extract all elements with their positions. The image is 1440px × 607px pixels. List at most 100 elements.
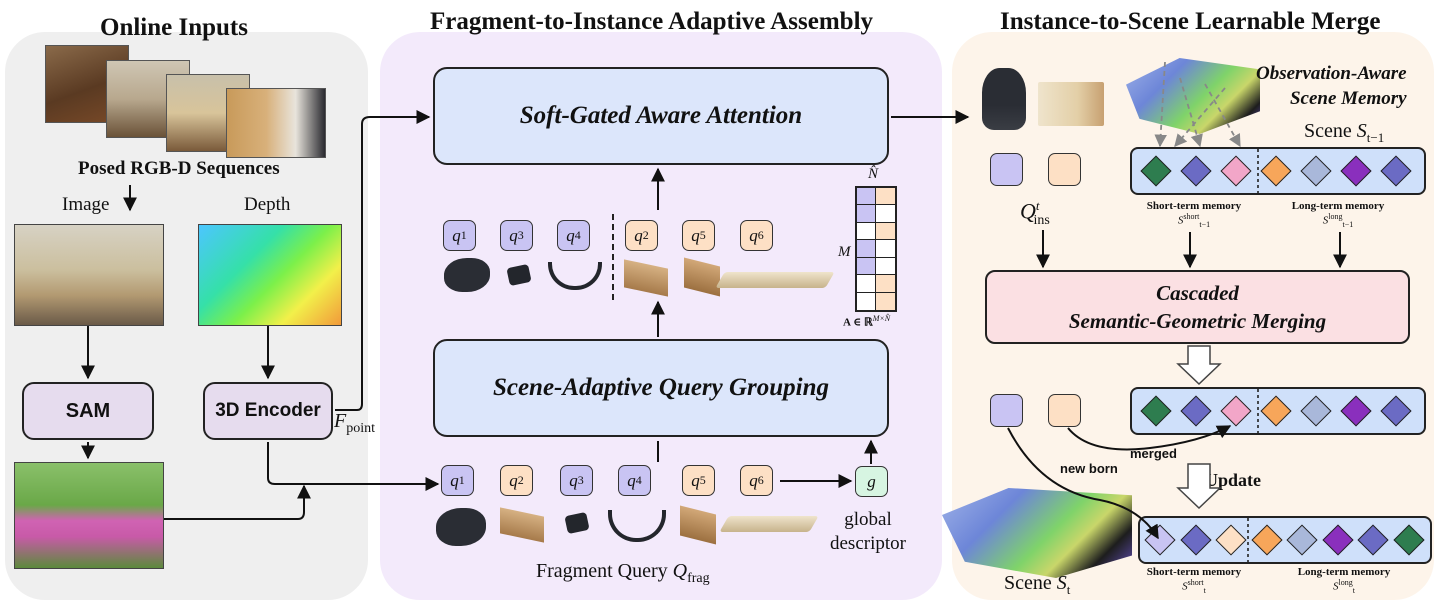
depth-thumbnail [198,224,342,326]
global-descriptor-box: g [855,466,888,497]
soft-gated-attention-label: Soft-Gated Aware Attention [519,102,803,130]
bottom-query-symbol: q [691,470,700,490]
top-query-index: 5 [699,228,706,242]
update-label: Update [1205,470,1262,490]
hollow-arrow-cascade-down [1176,345,1222,386]
chair-seat-fragment-icon [444,258,490,292]
bottom-query-index: 4 [635,473,642,487]
new-born-label: new born [1060,461,1118,476]
matrix-cell [876,240,895,258]
bottom-query-index: 6 [757,473,764,487]
arrow-encoder-to-queries [267,442,440,491]
instance-query-orange [1048,153,1081,186]
top-query-symbol: q [634,225,643,245]
top-query-index: 3 [517,228,524,242]
bottom-query-index: 3 [577,473,584,487]
3d-encoder-label: 3D Encoder [215,400,321,421]
desk-instance-icon [1038,82,1104,126]
sam-mask-thumbnail [14,462,164,569]
short-term-label-prev: Short-term memory Sshortt−1 [1146,200,1242,229]
matrix-side-label: M [838,244,851,260]
bottom-query-index: 5 [699,473,706,487]
fragment-query-caption: Fragment Query Qfrag [536,560,710,586]
top-query-index: 2 [642,228,649,242]
bottom-query-symbol: q [749,470,758,490]
bottom-query-symbol: q [627,470,636,490]
cascaded-merging-label: Cascaded Semantic-Geometric Merging [1068,280,1327,333]
matrix-cell [857,188,876,206]
online-inputs-title: Online Inputs [100,14,248,41]
matrix-cell [876,275,895,293]
query-grouping-box: Scene-Adaptive Query Grouping [433,339,889,437]
bottom-query-index: 1 [458,473,465,487]
bottom-query-symbol: q [450,470,459,490]
dashed-memory-link-2 [1179,77,1203,148]
bottom-query-symbol: q [569,470,578,490]
dashed-memory-link-4 [1174,87,1226,147]
long-term-label-new: Long-term memory Slongt [1297,566,1391,595]
qins-label: Qtins [1020,198,1050,228]
query-grouping-label: Scene-Adaptive Query Grouping [492,374,830,402]
global-descriptor-symbol: g [867,471,876,491]
top-query-index: 4 [574,228,581,242]
image-label: Image [62,194,110,215]
chair-seat-bottom-icon [436,508,486,546]
arrow-encoder-to-attention [335,110,431,411]
top-query-symbol: q [566,225,575,245]
chair-instance-icon [982,68,1026,130]
matrix-cell [857,292,876,310]
instance-query-orange-2 [1048,394,1081,427]
arrow-mask-to-queries [164,484,311,520]
top-query-symbol: q [452,225,461,245]
merge-title: Instance-to-Scene Learnable Merge [1000,8,1381,35]
matrix-cell [876,222,895,241]
matrix-cell [876,292,895,310]
matrix-cell [857,205,876,223]
short-term-label-new: Short-term memory Sshortt [1146,566,1242,595]
top-query-symbol: q [749,225,758,245]
top-query-symbol: q [509,225,518,245]
cascaded-merging-box: Cascaded Semantic-Geometric Merging [985,270,1410,344]
global-descriptor-caption: global descriptor [830,509,906,554]
instance-query-purple [990,153,1023,186]
matrix-cell [857,222,876,241]
bottom-query-index: 2 [517,473,524,487]
matrix-cell [857,275,876,293]
matrix-cell [857,257,876,276]
fpoint-label: Fpoint [334,410,375,436]
top-query-symbol: q [691,225,700,245]
assignment-matrix [855,186,897,312]
rgb-frame-4 [226,88,326,158]
scene-t-label: Scene St [1004,572,1071,597]
matrix-cell [876,205,895,223]
soft-gated-attention-box: Soft-Gated Aware Attention [433,67,889,165]
matrix-cell [876,188,895,206]
scene-prev-label: Scene St−1 [1304,120,1385,145]
matrix-caption: A ∈ ℝM×N̂ [843,314,891,329]
sam-box: SAM [22,382,154,440]
hollow-arrow-update-down [1176,463,1222,510]
dashed-memory-link-1 [1154,61,1167,148]
posed-rgbd-label: Posed RGB-D Sequences [78,158,280,179]
top-query-divider [612,214,614,300]
scene-t-thumbnail [942,488,1132,578]
sam-label: SAM [65,399,111,422]
top-query-index: 6 [757,228,764,242]
dashed-memory-link-3 [1204,83,1241,148]
arrow-merged-curve [1067,425,1232,451]
long-term-label-prev: Long-term memory Slongt−1 [1291,200,1385,229]
image-thumbnail [14,224,164,326]
matrix-cell [857,240,876,258]
